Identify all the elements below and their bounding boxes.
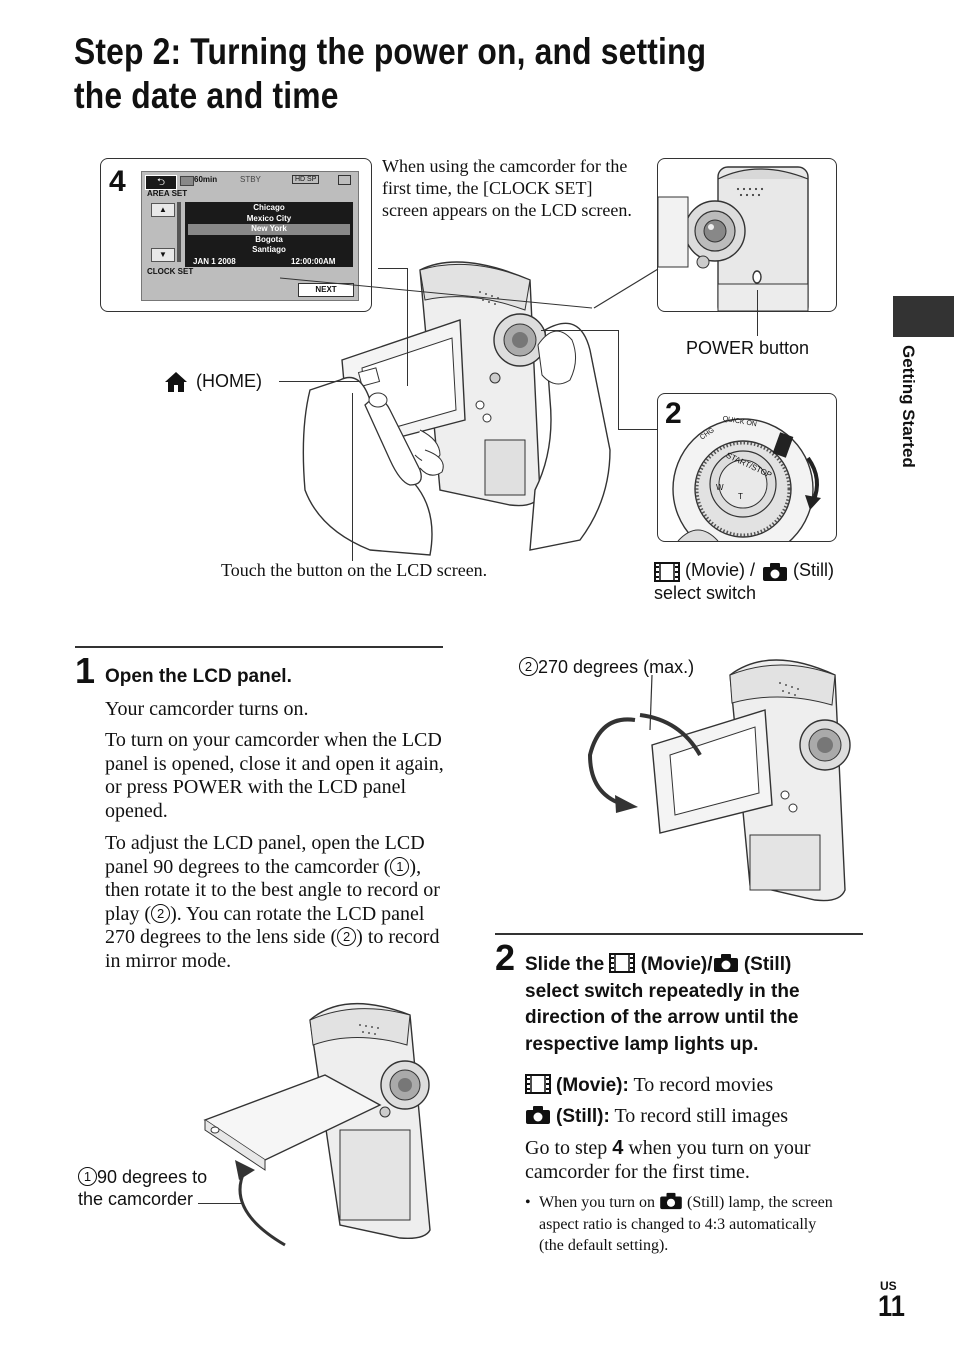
step1-p2: To turn on your camcorder when the LCD p… [105,729,444,822]
90-leader-line [198,1203,244,1205]
city-item[interactable]: Bogota [255,234,283,244]
city-item[interactable]: Chicago [253,203,285,212]
still-camera-icon [713,954,738,972]
city-item[interactable]: Mexico City [246,213,292,223]
caption-leader-v [407,268,409,386]
step2-number: 2 [495,937,516,978]
step4-number: 4 [109,165,126,198]
still-label: (Still) [793,560,834,580]
movie-icon [609,953,636,973]
lcd-270-degree-illustration [587,659,851,902]
goto-step-text: Go to step 4 when you turn on your camco… [525,1137,811,1183]
power-button-label: POWER button [686,338,810,358]
side-tab-label: Getting Started [899,345,918,468]
switch-leader-h2 [618,429,658,431]
circled-1: 1 [390,856,410,876]
movie-definition: (Movie): To record movies [525,1074,855,1098]
touch-leader-line [352,393,354,561]
home-icon [165,372,187,392]
scroll-up-button[interactable]: ▲ [151,203,175,217]
date-time-bar: JAN 1 2008 12:00:00AM [185,257,353,267]
city-item[interactable]: Santiago [252,245,286,254]
mode-dial-illustration: START/STOP QUICK ON CHG W T [672,415,821,541]
step2-figure-number: 2 [665,397,682,430]
clock-set-label: CLOCK SET [147,267,194,276]
still-camera-icon [526,1106,550,1124]
still-camera-icon [763,563,787,581]
step1-heading: Open the LCD panel. [105,666,292,687]
circled-2: 2 [337,927,357,946]
step2-rule [495,933,863,935]
select-switch-label: select switch [654,583,757,603]
area-set-label: AREA SET [147,189,188,198]
side-tab-block [893,296,954,337]
step1-number: 1 [75,650,96,691]
svg-text:W: W [716,483,724,492]
power-button-box [657,158,837,312]
note-bullet: • When you turn on (Still) lamp, the scr… [525,1192,833,1254]
home-label: (HOME) [196,371,262,391]
power-pointer-line [593,268,659,309]
battery-icon [180,176,194,186]
power-leader-line [757,290,759,336]
date-value: JAN 1 2008 [193,257,236,266]
still-camera-icon [660,1192,682,1210]
mode-indicator: STBY [240,175,261,184]
camcorder-hands-illustration [280,261,611,556]
battery-remaining: 60min [194,175,218,184]
page-region: US [880,1279,897,1293]
scroll-down-button[interactable]: ▼ [151,248,175,262]
clock-set-screen: ⮌ 60min STBY HD SP AREA SET ▲ ▼ Chicago … [141,171,359,301]
home-leader-line [279,381,359,383]
first-use-caption: When using the camcorder for the first t… [382,156,632,220]
caption-leader-h [378,268,408,270]
lcd-90-degree-illustration [203,1002,431,1247]
step2-heading: Slide the (Movie)/ (Still) select switch… [525,953,800,1055]
city-list: Chicago Mexico City New York Bogota Sant… [185,202,353,257]
circled-2: 2 [151,903,171,923]
quality-indicator: HD SP [292,175,320,184]
switch-leader-v [618,330,620,430]
memory-icon [338,175,351,185]
movie-label: (Movie) / [685,560,756,580]
step1-rule [75,646,443,648]
back-button[interactable]: ⮌ [145,175,177,190]
step1-p1: Your camcorder turns on. [105,698,309,720]
scrollbar[interactable] [177,202,181,262]
page-title: Step 2: Turning the power on, and settin… [74,31,707,116]
still-definition: (Still): To record still images [525,1105,855,1129]
movie-icon [654,562,680,582]
city-item-selected[interactable]: New York [188,224,350,235]
time-value: 12:00:00AM [291,257,336,266]
page-number: 11 [878,1290,905,1323]
select-switch-box: START/STOP QUICK ON CHG W T [657,393,837,542]
svg-text:T: T [738,492,743,501]
movie-icon [525,1074,551,1094]
switch-leader-h [541,330,619,332]
next-button[interactable]: NEXT [298,283,354,297]
touch-caption: Touch the button on the LCD screen. [221,560,488,580]
camcorder-side-illustration [658,166,809,311]
step1-p3: To adjust the LCD panel, open the LCD pa… [105,832,440,972]
